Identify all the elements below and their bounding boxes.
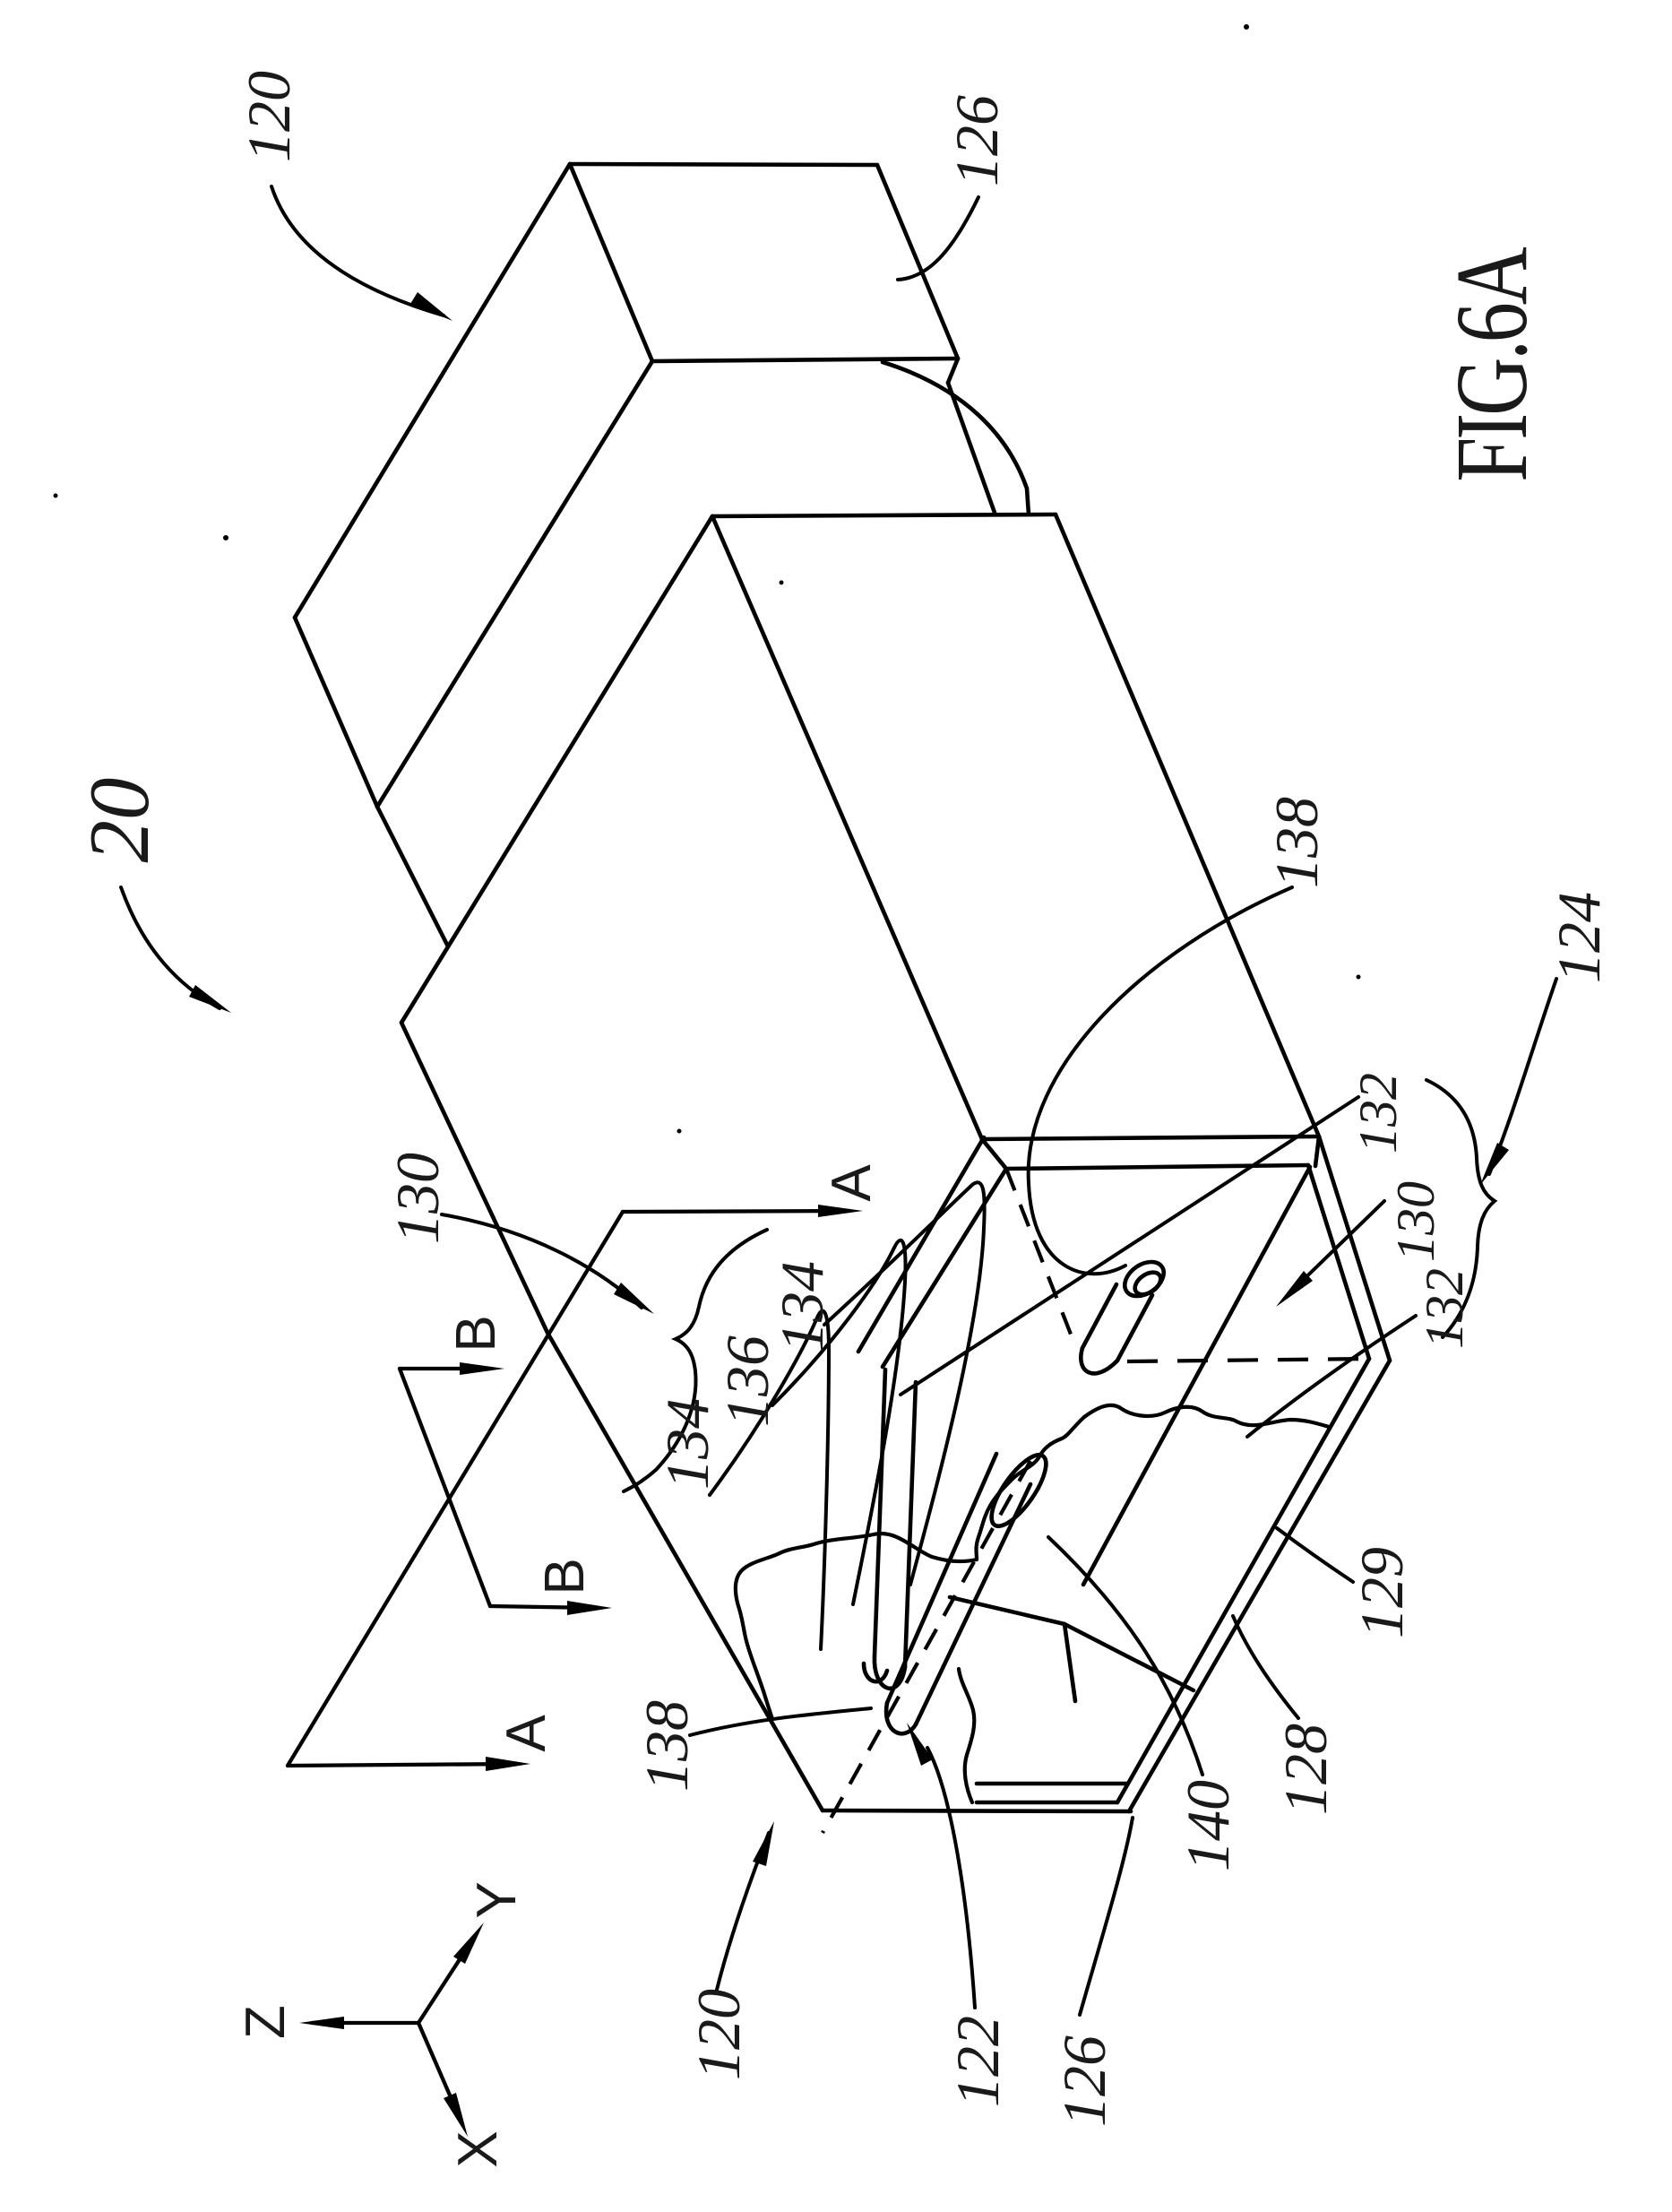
svg-text:129: 129	[1348, 1547, 1416, 1638]
svg-text:120: 120	[685, 1989, 753, 2080]
svg-text:140: 140	[1174, 1780, 1242, 1871]
svg-text:126: 126	[1050, 2035, 1118, 2127]
svg-text:128: 128	[1271, 1724, 1340, 1815]
svg-text:20: 20	[72, 778, 167, 863]
svg-text:120: 120	[235, 71, 303, 162]
svg-text:138: 138	[1263, 797, 1331, 888]
svg-text:A: A	[821, 1164, 883, 1202]
svg-text:B: B	[445, 1315, 507, 1352]
svg-text:130: 130	[384, 1153, 452, 1244]
svg-text:122: 122	[944, 2016, 1012, 2107]
svg-text:138: 138	[633, 1700, 701, 1792]
svg-text:132: 132	[1349, 1073, 1408, 1154]
svg-text:132: 132	[1415, 1268, 1474, 1349]
svg-text:136: 136	[713, 1335, 781, 1427]
svg-text:FIG.6A: FIG.6A	[1435, 247, 1549, 482]
svg-text:134: 134	[653, 1398, 721, 1490]
svg-text:126: 126	[943, 95, 1011, 186]
svg-text:130: 130	[1386, 1181, 1445, 1262]
svg-text:Y: Y	[466, 1881, 528, 1918]
svg-text:A: A	[496, 1715, 557, 1752]
svg-text:124: 124	[1545, 892, 1613, 983]
svg-text:Z: Z	[235, 2005, 297, 2039]
svg-text:B: B	[534, 1558, 596, 1594]
svg-text:134: 134	[768, 1261, 836, 1352]
svg-text:X: X	[447, 2130, 509, 2167]
